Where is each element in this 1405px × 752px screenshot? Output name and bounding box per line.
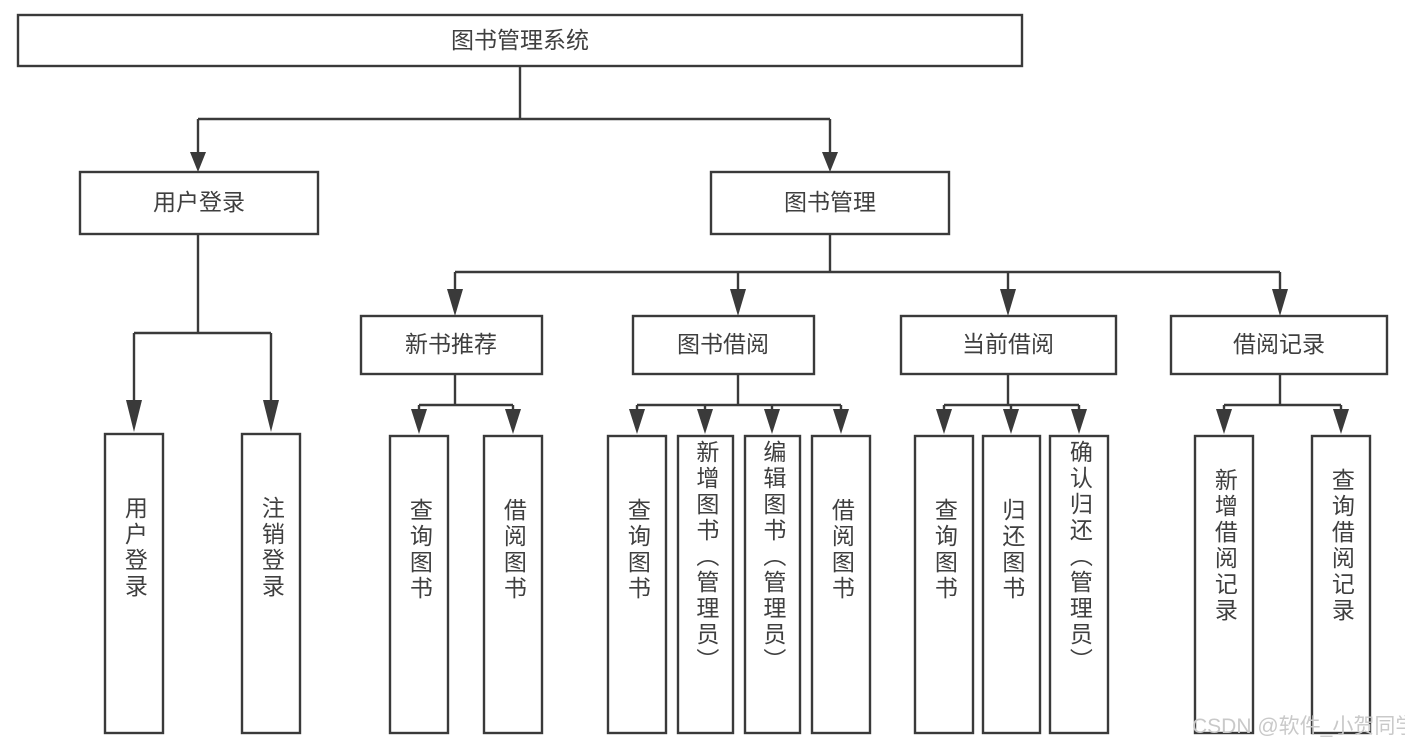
arrow-head-leaf-confirm-return xyxy=(1071,409,1087,434)
user-login-label: 用户登录 xyxy=(153,189,245,215)
arrow-head-leaf-user-login xyxy=(126,400,142,432)
leaf-node-confirm-return[interactable]: 确认归还（管理员） xyxy=(1048,434,1110,735)
arrow-head-borrow-record xyxy=(1272,289,1288,316)
leaf-node-add-book[interactable]: 新增图书（管理员） xyxy=(676,434,735,735)
leaf-node-user-login[interactable]: 用户登录 xyxy=(103,432,165,735)
leaf-add-record-label: 新增借阅记录 xyxy=(1211,468,1238,624)
leaf-add-book-label: 新增图书（管理员） xyxy=(692,440,719,674)
node-book-borrow[interactable]: 图书借阅 xyxy=(631,314,816,376)
arrow-head-current-borrow xyxy=(1000,289,1016,316)
arrow-head-leaf-edit-book xyxy=(764,409,780,434)
user-login-box[interactable] xyxy=(78,170,320,236)
arrow-head-leaf-borrow-book-2 xyxy=(833,409,849,434)
leaf-user-login-label: 用户登录 xyxy=(121,496,148,600)
arrow-head-leaf-user-logout xyxy=(263,400,279,432)
root-label: 图书管理系统 xyxy=(451,27,589,53)
leaf-query-book-2-box[interactable] xyxy=(606,434,668,735)
leaf-node-user-logout[interactable]: 注销登录 xyxy=(240,432,302,735)
node-book-manage[interactable]: 图书管理 xyxy=(709,170,951,236)
leaf-borrow-book-1-box[interactable] xyxy=(482,434,544,735)
borrow-record-label: 借阅记录 xyxy=(1233,331,1325,357)
borrow-record-box[interactable] xyxy=(1169,314,1389,376)
arrow-head-leaf-return-book xyxy=(1003,409,1019,434)
leaf-node-add-record[interactable]: 新增借阅记录 xyxy=(1193,434,1255,735)
leaf-edit-book-box[interactable] xyxy=(743,434,802,735)
leaf-borrow-book-2-label: 借阅图书 xyxy=(828,498,855,602)
leaf-add-book-box[interactable] xyxy=(676,434,735,735)
leaf-edit-book-label: 编辑图书（管理员） xyxy=(759,440,786,674)
leaf-node-edit-book[interactable]: 编辑图书（管理员） xyxy=(743,434,802,735)
leaf-confirm-return-label: 确认归还（管理员） xyxy=(1066,440,1093,674)
leaf-user-logout-label: 注销登录 xyxy=(258,496,285,600)
arrow-head-leaf-query-record xyxy=(1333,409,1349,434)
arrow-head-user-login xyxy=(190,152,206,172)
leaf-node-return-book[interactable]: 归还图书 xyxy=(981,434,1042,735)
current-borrow-box[interactable] xyxy=(899,314,1118,376)
arrow-head-book-manage xyxy=(822,152,838,172)
book-manage-box[interactable] xyxy=(709,170,951,236)
leaf-query-record-box[interactable] xyxy=(1310,434,1372,735)
arrow-head-book-borrow xyxy=(730,289,746,316)
new-book-recommend-box[interactable] xyxy=(359,314,544,376)
leaf-confirm-return-box[interactable] xyxy=(1048,434,1110,735)
node-current-borrow[interactable]: 当前借阅 xyxy=(899,314,1118,376)
arrow-head-leaf-query-book-2 xyxy=(629,409,645,434)
leaf-node-query-record[interactable]: 查询借阅记录 xyxy=(1310,434,1372,735)
leaf-add-record-box[interactable] xyxy=(1193,434,1255,735)
leaf-borrow-book-1-label: 借阅图书 xyxy=(500,498,527,602)
leaf-node-query-book-1[interactable]: 查询图书 xyxy=(388,434,450,735)
leaf-return-book-label: 归还图书 xyxy=(998,498,1025,602)
leaf-query-book-2-label: 查询图书 xyxy=(624,498,651,602)
leaf-node-query-book-2[interactable]: 查询图书 xyxy=(606,434,668,735)
leaf-borrow-book-2-box[interactable] xyxy=(810,434,872,735)
leaf-node-borrow-book-2[interactable]: 借阅图书 xyxy=(810,434,872,735)
node-new-book-recommend[interactable]: 新书推荐 xyxy=(359,314,544,376)
leaf-query-book-3-box[interactable] xyxy=(913,434,975,735)
arrow-head-leaf-add-record xyxy=(1216,409,1232,434)
arrow-head-leaf-borrow-book-1 xyxy=(505,409,521,434)
book-borrow-box[interactable] xyxy=(631,314,816,376)
leaf-query-book-3-label: 查询图书 xyxy=(931,498,958,602)
arrow-head-leaf-query-book-3 xyxy=(936,409,952,434)
current-borrow-label: 当前借阅 xyxy=(962,331,1054,357)
new-book-recommend-label: 新书推荐 xyxy=(405,331,497,357)
leaf-query-record-label: 查询借阅记录 xyxy=(1328,468,1355,624)
csdn-watermark: CSDN @软件_小贺同学 xyxy=(1192,715,1405,738)
connector-layer xyxy=(126,66,1349,434)
leaf-user-logout-box[interactable] xyxy=(240,432,302,735)
leaf-user-login-box[interactable] xyxy=(103,432,165,735)
arrow-head-new-book-recommend xyxy=(447,289,463,316)
arrow-head-leaf-add-book xyxy=(697,409,713,434)
node-root[interactable]: 图书管理系统 xyxy=(16,13,1024,68)
leaf-node-query-book-3[interactable]: 查询图书 xyxy=(913,434,975,735)
book-borrow-label: 图书借阅 xyxy=(677,331,769,357)
leaf-node-borrow-book-1[interactable]: 借阅图书 xyxy=(482,434,544,735)
book-manage-label: 图书管理 xyxy=(784,189,876,215)
node-user-login[interactable]: 用户登录 xyxy=(78,170,320,236)
leaf-return-book-box[interactable] xyxy=(981,434,1042,735)
root-box[interactable] xyxy=(16,13,1024,68)
leaf-query-book-1-label: 查询图书 xyxy=(406,498,433,602)
leaf-query-book-1-box[interactable] xyxy=(388,434,450,735)
node-borrow-record[interactable]: 借阅记录 xyxy=(1169,314,1389,376)
arrow-head-leaf-query-book-1 xyxy=(411,409,427,434)
